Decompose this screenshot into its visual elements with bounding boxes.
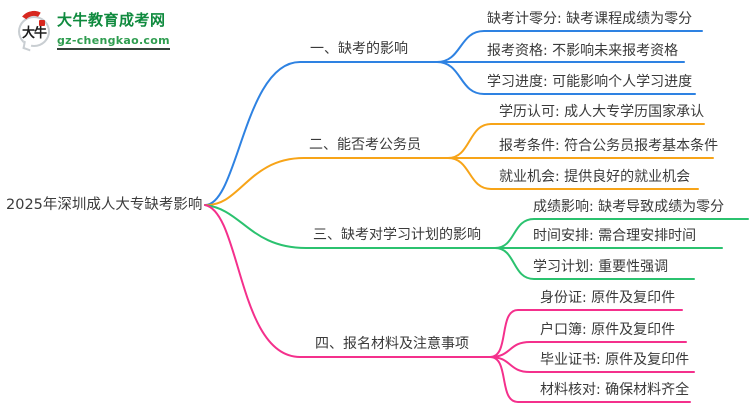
logo-characters: 大牛	[21, 26, 47, 41]
leaf-label: 毕业证书: 原件及复印件	[540, 352, 690, 368]
leaf-label: 学历认可: 成人大专学历国家承认	[499, 104, 705, 120]
leaf-label: 学习进度: 可能影响个人学习进度	[487, 74, 693, 90]
leaf-label: 时间安排: 需合理安排时间	[533, 228, 697, 244]
branch-3-lines	[204, 204, 749, 280]
branch-2-label: 二、能否考公务员	[309, 137, 421, 153]
logo-bull-icon: 大牛	[17, 8, 52, 52]
leaf-label: 缺考计零分: 缺考课程成绩为零分	[487, 11, 693, 27]
red-seal-icon	[39, 20, 45, 26]
leaf-label: 身份证: 原件及复印件	[540, 290, 676, 306]
leaf-label: 报考条件: 符合公务员报考基本条件	[499, 138, 719, 154]
branch-2-lines	[204, 123, 714, 207]
leaf-label: 学习计划: 重要性强调	[533, 259, 669, 275]
root-node-label: 2025年深圳成人大专缺考影响	[6, 197, 203, 213]
speech-bubble-tail	[22, 40, 32, 52]
branch-1-lines	[204, 30, 703, 207]
branch-4-lines	[204, 204, 695, 403]
leaf-label: 成绩影响: 缺考导致成绩为零分	[533, 199, 725, 215]
leaf-label: 报考资格: 不影响未来报考资格	[487, 43, 679, 59]
leaf-label: 材料核对: 确保材料齐全	[540, 382, 690, 398]
site-url: gz-chengkao.com	[57, 35, 170, 50]
branch-3-label: 三、缺考对学习计划的影响	[313, 227, 481, 243]
site-name: 大牛教育成考网	[57, 11, 166, 29]
branch-1-label: 一、缺考的影响	[310, 41, 408, 57]
leaf-label: 户口簿: 原件及复印件	[540, 322, 676, 338]
leaf-label: 就业机会: 提供良好的就业机会	[499, 169, 691, 185]
branch-4-label: 四、报名材料及注意事项	[315, 336, 469, 352]
site-logo: 大牛 大牛教育成考网 gz-chengkao.com	[17, 8, 170, 52]
